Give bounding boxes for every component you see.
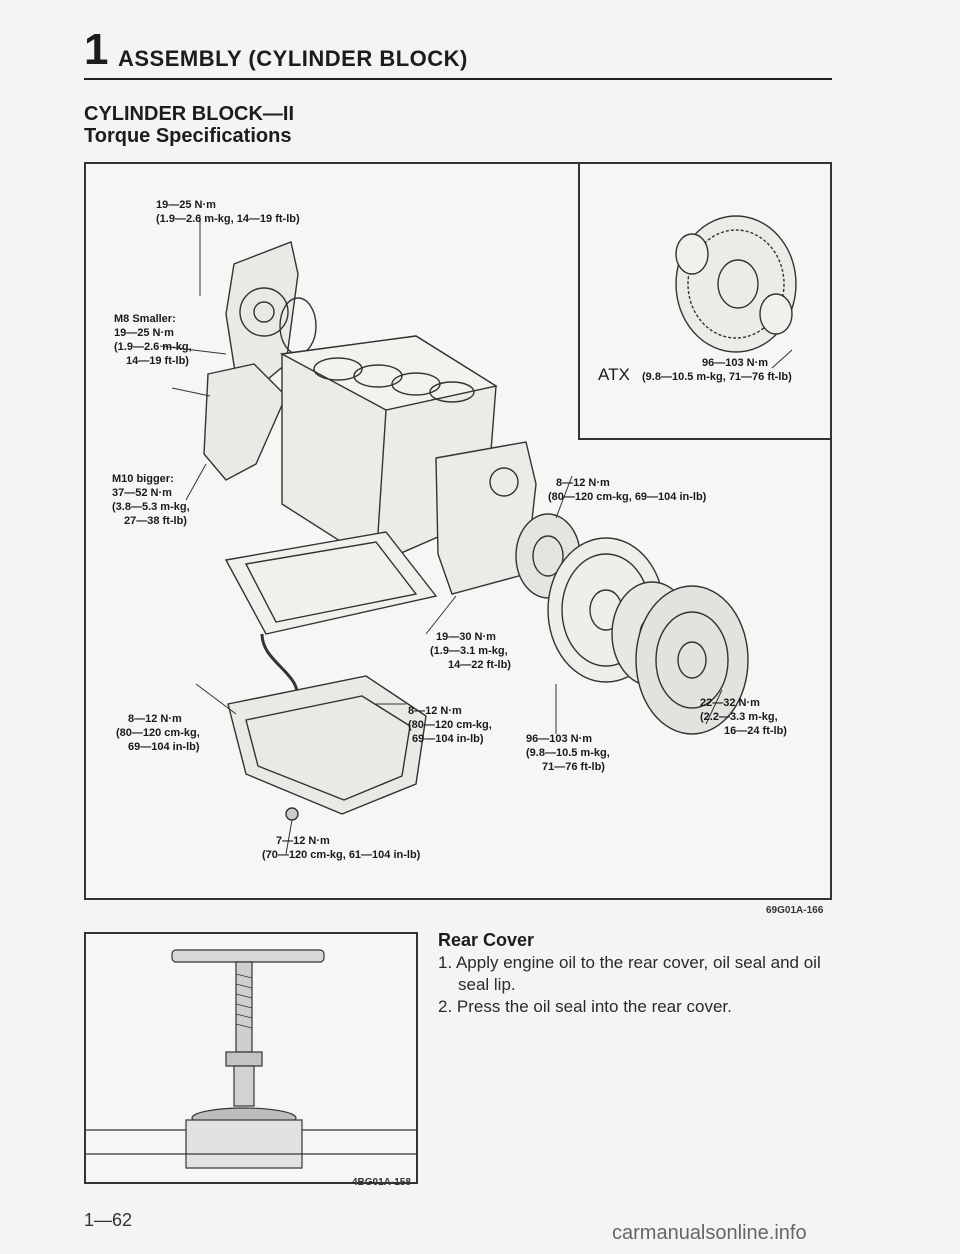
rear-cover-step-1-cont: seal lip. [458,975,516,994]
torque-value: (1.9—2.6 m-kg, 14—19 ft-lb) [156,213,300,225]
torque-value: M8 Smaller: [114,313,176,325]
torque-value: 96—103 N·m [526,733,593,745]
torque-value: (1.9—2.6 m-kg, [114,341,192,353]
atx-inset-frame [578,162,832,440]
torque-value: (1.9—3.1 m-kg, [430,645,508,657]
torque-oil-strainer: 19—30 N·m (1.9—3.1 m-kg, 14—22 ft-lb) [430,630,511,672]
diagram-figure-id: 69G01A-166 [766,905,824,916]
atx-label: ATX [598,365,630,384]
torque-rear-cover: 8—12 N·m (80—120 cm-kg, 69—104 in-lb) [548,476,706,504]
torque-flywheel-mt: 96—103 N·m (9.8—10.5 m-kg, 71—76 ft-lb) [526,732,610,774]
torque-value: 8—12 N·m [408,705,462,717]
chapter-number: 1 [84,25,109,74]
rear-cover-step-1: 1. Apply engine oil to the rear cover, o… [438,953,821,972]
torque-value: 7—12 N·m [276,835,330,847]
torque-value: 19—25 N·m [156,199,216,211]
oil-seal-press-photo [84,932,418,1184]
torque-value: 71—76 ft-lb) [542,761,605,773]
torque-value: 16—24 ft-lb) [724,725,787,737]
torque-value: 14—22 ft-lb) [448,659,511,671]
torque-value: 19—30 N·m [436,631,496,643]
torque-front-cover: 19—25 N·m (1.9—2.6 m-kg, 14—19 ft-lb) [156,198,300,226]
press-drawing [86,949,416,1169]
torque-value: 14—19 ft-lb) [126,355,189,367]
torque-oil-pan-right: 8—12 N·m (80—120 cm-kg, 69—104 in-lb) [408,704,492,746]
torque-value: 96—103 N·m [702,357,769,369]
torque-value: 22—32 N·m [700,697,760,709]
torque-value: 69—104 in-lb) [128,741,200,753]
torque-drain-plug: 7—12 N·m (70—120 cm-kg, 61—104 in-lb) [262,834,420,862]
header-rule [84,78,832,80]
torque-value: 8—12 N·m [128,713,182,725]
torque-m8-smaller: M8 Smaller: 19—25 N·m (1.9—2.6 m-kg, 14—… [114,312,192,368]
rear-cover-step-2: 2. Press the oil seal into the rear cove… [438,997,732,1016]
rear-cover-title: Rear Cover [438,930,535,950]
torque-value: (9.8—10.5 m-kg, [526,747,610,759]
torque-value: (80—120 cm-kg, [408,719,492,731]
chapter-title: ASSEMBLY (CYLINDER BLOCK) [118,46,468,71]
torque-value: 19—25 N·m [114,327,174,339]
torque-value: 69—104 in-lb) [412,733,484,745]
torque-value: M10 bigger: [112,473,174,485]
section-subtitle: Torque Specifications [84,125,292,147]
torque-value: (3.8—5.3 m-kg, [112,501,190,513]
torque-value: 27—38 ft-lb) [124,515,187,527]
engine-drawing [159,215,797,855]
torque-atx-flywheel: 96—103 N·m (9.8—10.5 m-kg, 71—76 ft-lb) [642,356,792,384]
torque-value: 37—52 N·m [112,487,172,499]
torque-value: (2.2—3.3 m-kg, [700,711,778,723]
torque-m10-bigger: M10 bigger: 37—52 N·m (3.8—5.3 m-kg, 27—… [112,472,190,528]
torque-value: 8—12 N·m [556,477,610,489]
exploded-diagram: 19—25 N·m (1.9—2.6 m-kg, 14—19 ft-lb) M8… [84,162,832,900]
torque-oil-pan-left: 8—12 N·m (80—120 cm-kg, 69—104 in-lb) [116,712,200,754]
watermark: carmanualsonline.info [612,1222,807,1244]
torque-value: (80—120 cm-kg, 69—104 in-lb) [548,491,707,503]
photo-figure-id: 4BG01A-158 [352,1177,411,1188]
page-number: 1—62 [84,1210,133,1230]
torque-value: (80—120 cm-kg, [116,727,200,739]
torque-value: (9.8—10.5 m-kg, 71—76 ft-lb) [642,371,792,383]
torque-clutch-cover: 22—32 N·m (2.2—3.3 m-kg, 16—24 ft-lb) [700,696,787,738]
section-title: CYLINDER BLOCK—II [84,103,294,125]
torque-value: (70—120 cm-kg, 61—104 in-lb) [262,849,421,861]
